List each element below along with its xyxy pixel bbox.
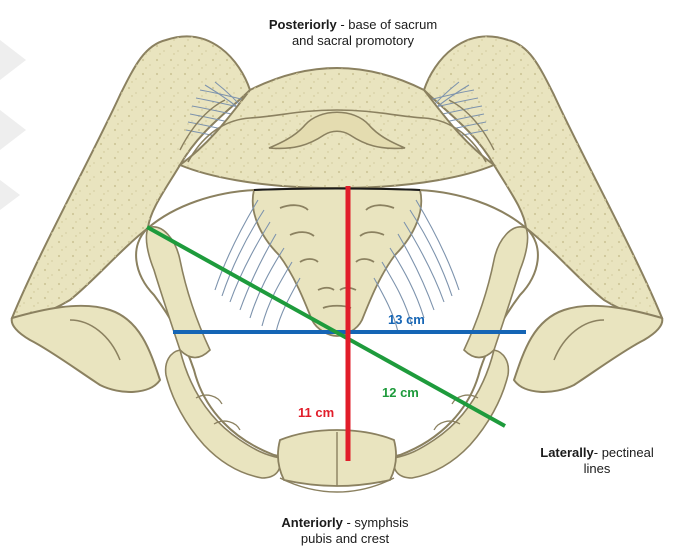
lateral-caption: Laterally- pectineal lines: [520, 445, 674, 477]
left-ischium: [12, 306, 160, 392]
right-ischium: [514, 306, 662, 392]
lateral-caption-line2: lines: [520, 461, 674, 477]
posterior-caption: Posteriorly - base of sacrum and sacral …: [238, 17, 468, 49]
anteroposterior-diameter-label: 11 cm: [298, 405, 334, 420]
lateral-caption-bold: Laterally: [540, 445, 593, 460]
posterior-caption-bold: Posteriorly: [269, 17, 337, 32]
anterior-caption: Anteriorly - symphsis pubis and crest: [250, 515, 440, 547]
posterior-caption-line2: and sacral promotory: [238, 33, 468, 49]
watermark: [0, 40, 26, 210]
oblique-diameter-label: 12 cm: [382, 385, 419, 400]
lateral-caption-rest: - pectineal: [594, 445, 654, 460]
posterior-caption-rest: - base of sacrum: [337, 17, 437, 32]
anterior-caption-line2: pubis and crest: [250, 531, 440, 547]
transverse-diameter-label: 13 cm: [388, 312, 425, 327]
anterior-caption-rest: - symphsis: [343, 515, 409, 530]
anterior-caption-bold: Anteriorly: [281, 515, 342, 530]
